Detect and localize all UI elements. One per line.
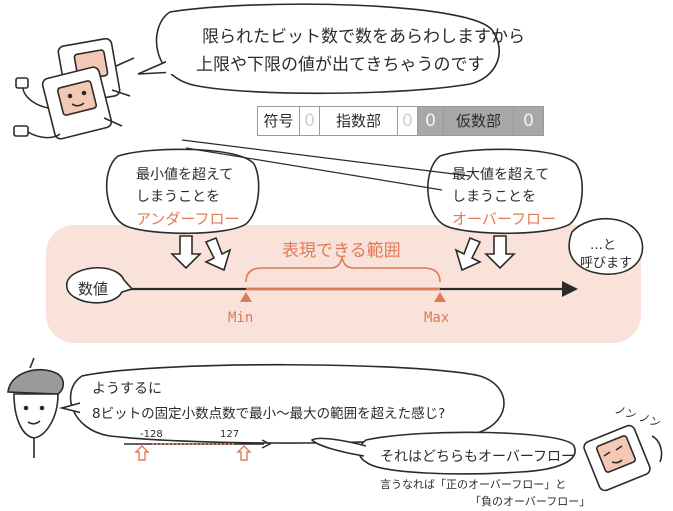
- overflow-term: オーバーフロー: [452, 210, 556, 228]
- value-label-bubble: [65, 267, 134, 304]
- footnote-line-1: 言うなれば「正のオーバーフロー」と: [380, 478, 567, 491]
- axis-arrowhead-icon: [562, 281, 578, 297]
- bit-format-register: 符号 0 指数部 0 0 仮数部 0: [257, 106, 544, 136]
- min-label: Min: [228, 310, 254, 326]
- down-arrows-right-icon: [454, 235, 516, 272]
- call-line-2: 呼びます: [580, 256, 633, 271]
- small-up-arrow-icon: [236, 445, 252, 461]
- exponent-label: 指数部: [320, 107, 398, 135]
- max-label: Max: [424, 310, 450, 326]
- underflow-bubble: [105, 148, 260, 235]
- underflow-line-2: しまうことを: [136, 189, 220, 205]
- robot-characters-icon: [13, 37, 135, 140]
- top-bubble-line-2: 上限や下限の値が出てきちゃうのです: [196, 55, 485, 75]
- mantissa-zero-right: 0: [514, 107, 543, 135]
- overflow-line-2: しまうことを: [452, 189, 536, 205]
- overflow-bubble: [427, 148, 584, 235]
- mini-tick-min: -128: [140, 429, 163, 440]
- small-up-arrow-icon: [134, 445, 150, 461]
- value-label: 数値: [78, 280, 109, 298]
- call-line-1: …と: [590, 238, 617, 253]
- mantissa-label: 仮数部: [444, 107, 514, 135]
- top-speech-bubble: [155, 3, 501, 95]
- down-arrows-left-icon: [170, 235, 232, 272]
- underflow-line-1: 最小値を超えて: [136, 167, 234, 183]
- summary-line-2: 8ビットの固定小数点数で最小～最大の範囲を超えた感じ?: [92, 406, 446, 422]
- mantissa-zero-left: 0: [418, 107, 444, 135]
- reply-text: それはどちらもオーバーフロー: [380, 449, 576, 465]
- exponent-zero: 0: [398, 107, 418, 135]
- sign-bit-zero: 0: [300, 107, 320, 135]
- mini-tick-max: 127: [220, 429, 240, 440]
- acorn-character-icon: [7, 357, 65, 458]
- overflow-line-1: 最大値を超えて: [452, 167, 550, 183]
- range-label: 表現できる範囲: [282, 241, 401, 261]
- min-marker-icon: [240, 292, 252, 302]
- robot-bottom-right-icon: [583, 424, 663, 492]
- reply-bubble: [358, 431, 576, 475]
- max-marker-icon: [434, 292, 446, 302]
- call-bubble: [568, 217, 644, 275]
- range-brace: [245, 255, 441, 283]
- top-bubble-line-1: 限られたビット数で数をあらわしますから: [202, 27, 525, 47]
- sign-bit-label: 符号: [258, 107, 300, 135]
- footnote-line-2: 「負のオーバーフロー」: [470, 495, 591, 508]
- underflow-term: アンダーフロー: [136, 210, 240, 228]
- summary-line-1: ようするに: [92, 381, 162, 397]
